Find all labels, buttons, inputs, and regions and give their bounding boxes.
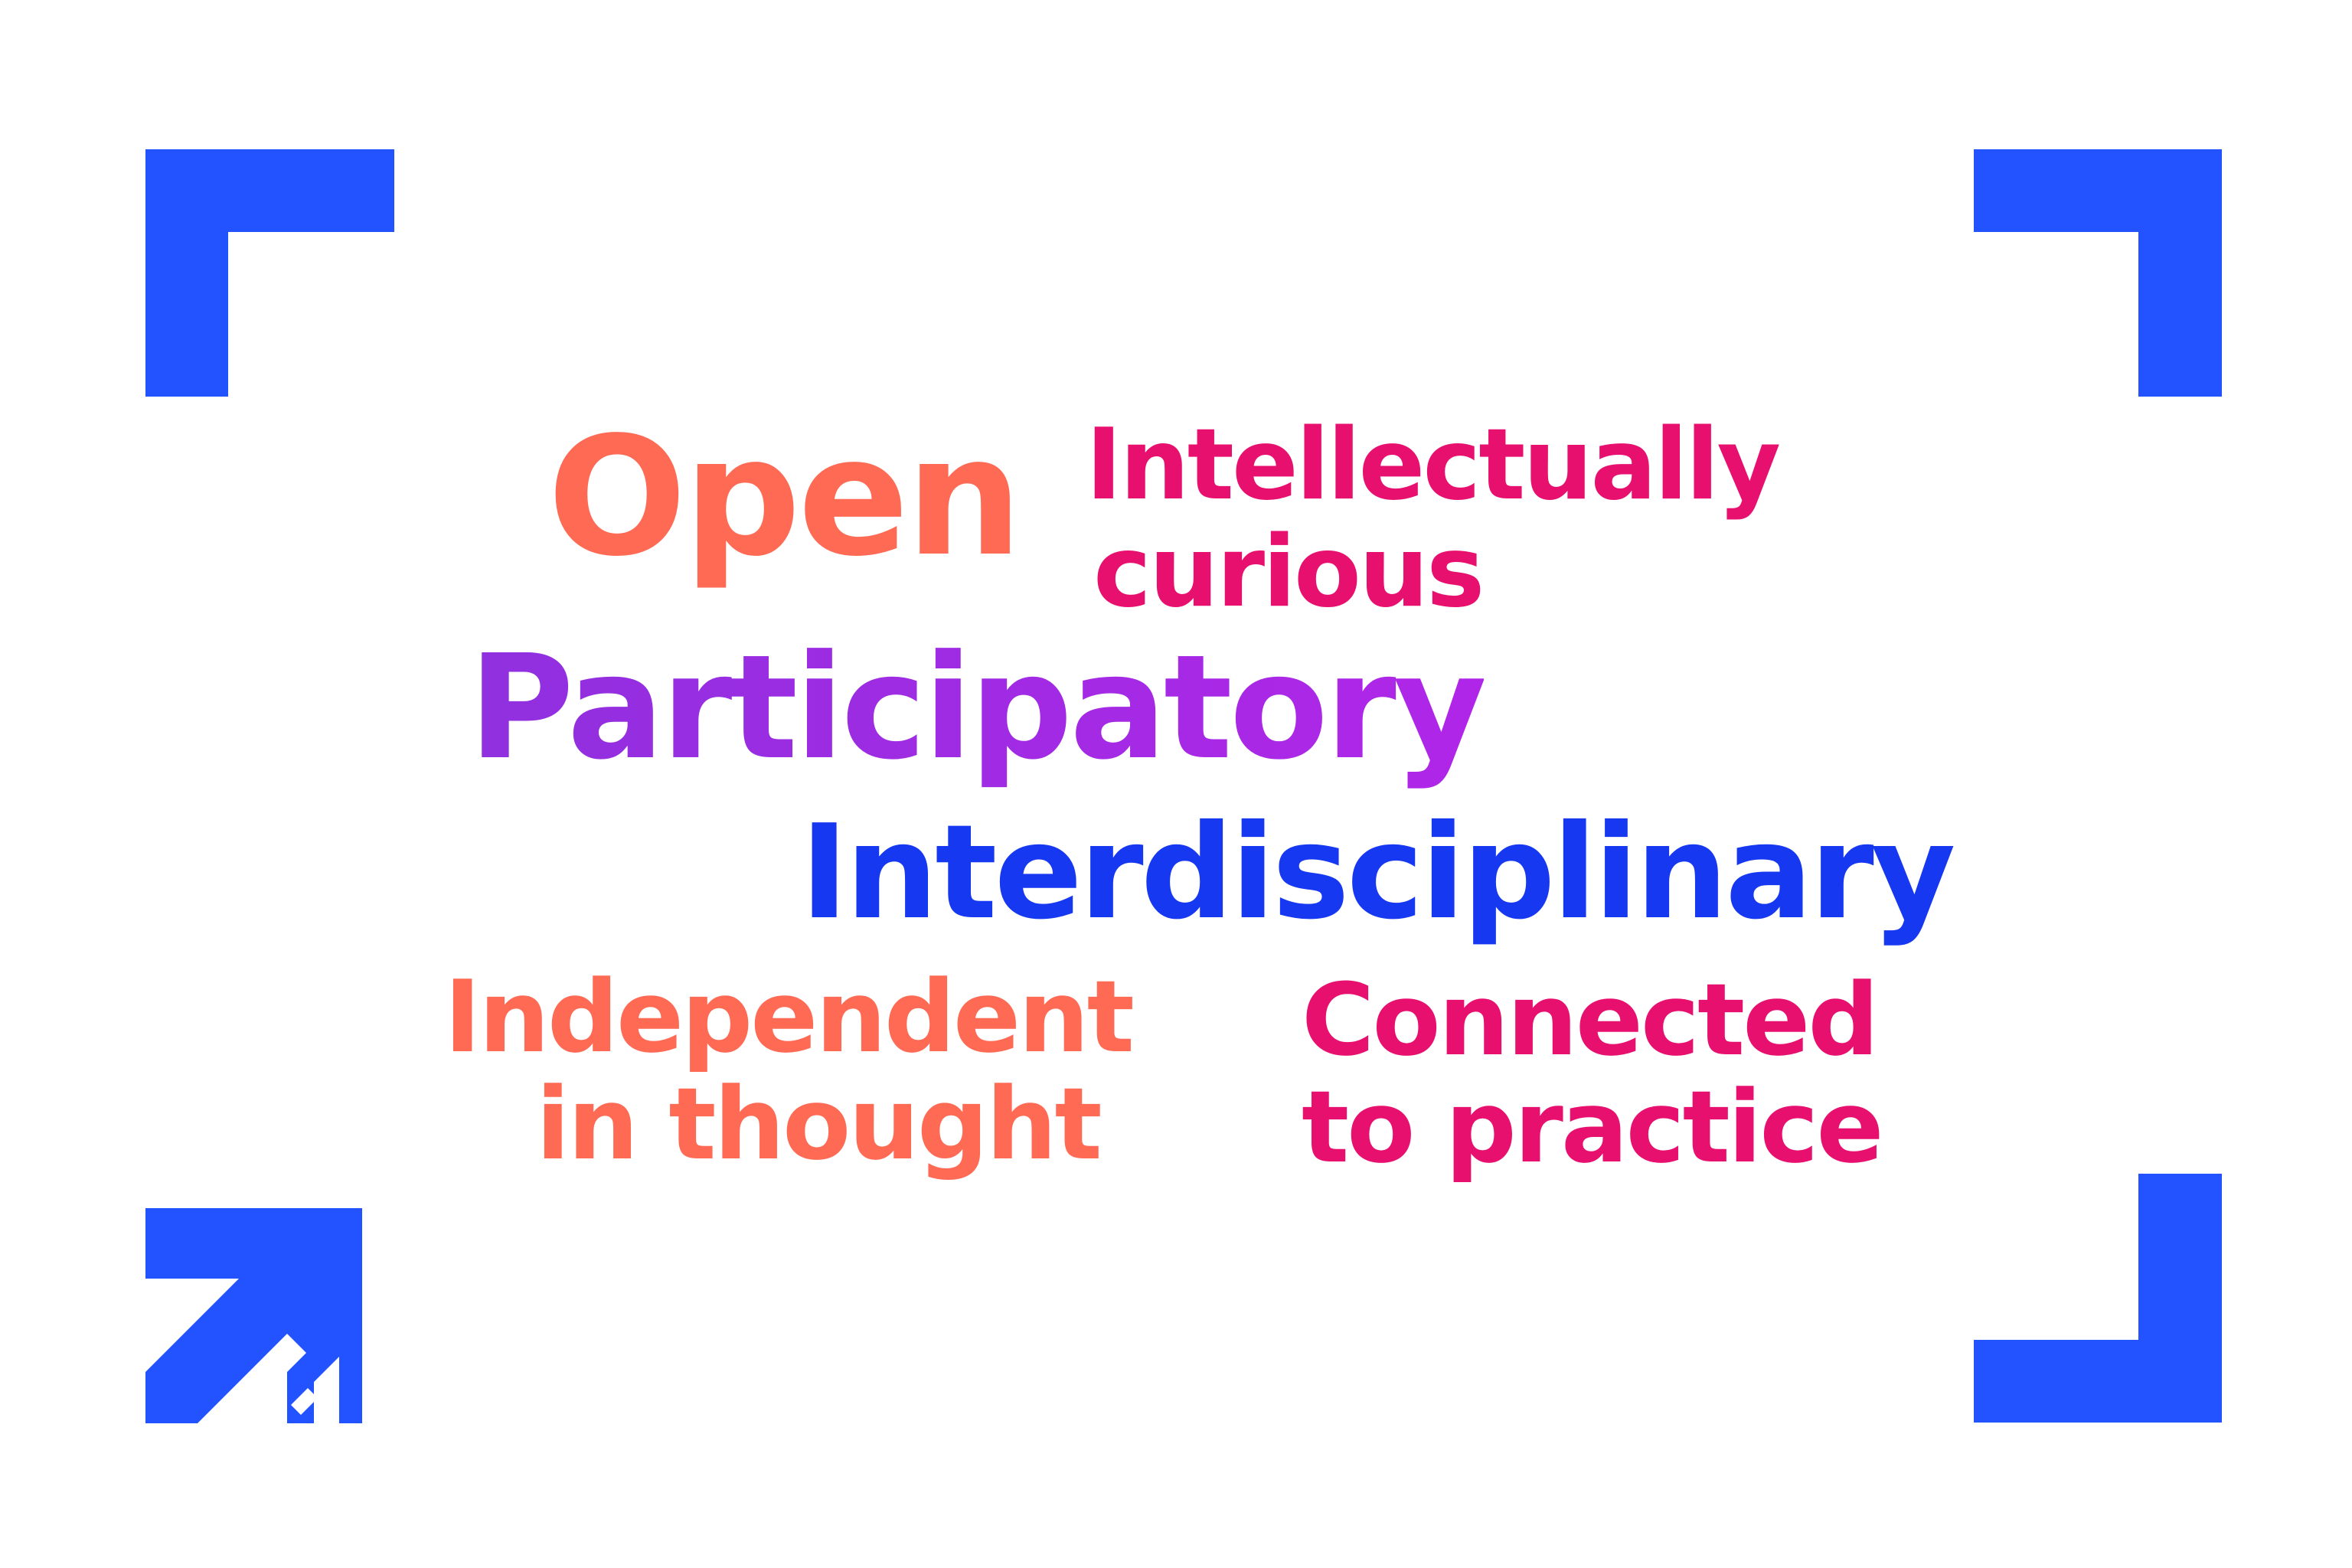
corner-bracket-top-left-icon bbox=[145, 149, 394, 397]
corner-bracket-top-right-icon bbox=[1974, 149, 2222, 397]
word-connected-to-practice: Connected to practice bbox=[1302, 962, 1884, 1185]
word-intellectually-curious-line-2: curious bbox=[1093, 515, 1485, 629]
arrow-up-right-icon bbox=[145, 1208, 362, 1423]
word-independent-in-thought: Independent in thought bbox=[444, 959, 1135, 1182]
word-intellectually-curious-line-1: Intellectually bbox=[1086, 408, 1781, 522]
word-intellectually-curious: Intellectually curious bbox=[1086, 408, 1781, 629]
word-connected-line-1: Connected bbox=[1302, 962, 1879, 1078]
word-independent-line-2: in thought bbox=[536, 1066, 1102, 1182]
corner-bracket-bottom-right-icon bbox=[1974, 1174, 2222, 1423]
word-connected-line-2: to practice bbox=[1302, 1069, 1884, 1185]
word-open: Open bbox=[547, 402, 1023, 593]
word-participatory: Participatory bbox=[469, 624, 1487, 792]
word-independent-line-1: Independent bbox=[444, 959, 1135, 1075]
word-interdisciplinary: Interdisciplinary bbox=[800, 797, 1955, 949]
